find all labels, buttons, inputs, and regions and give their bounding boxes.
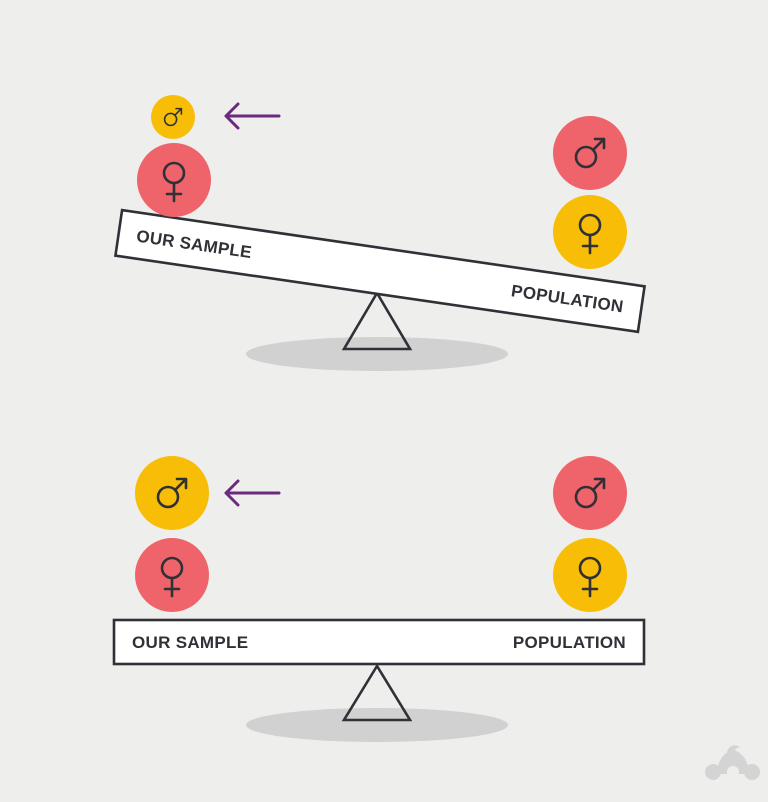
bottom-beam-right-label: POPULATION (513, 633, 626, 652)
top-left-male-icon (151, 95, 195, 139)
top-left-female-icon (137, 143, 211, 217)
top-scale: OUR SAMPLE POPULATION (113, 95, 647, 371)
top-right-male-icon (553, 116, 627, 190)
bottom-right-female-icon (553, 538, 627, 612)
bottom-beam: OUR SAMPLE POPULATION (112, 618, 646, 666)
top-right-female-icon (553, 195, 627, 269)
top-fulcrum-shadow (246, 337, 508, 371)
top-left-arrow-icon (224, 102, 281, 130)
bottom-left-female-icon (135, 538, 209, 612)
bottom-fulcrum (341, 663, 413, 722)
top-beam-board (113, 208, 647, 334)
bottom-right-male-icon (553, 456, 627, 530)
surveymonkey-logo-icon (705, 745, 760, 780)
bottom-beam-left-label: OUR SAMPLE (132, 633, 248, 652)
bottom-fulcrum-shadow (246, 708, 508, 742)
top-fulcrum (341, 290, 413, 351)
bottom-beam-board (112, 618, 646, 666)
top-beam: OUR SAMPLE POPULATION (113, 208, 647, 334)
bottom-left-male-icon (135, 456, 209, 530)
bottom-left-arrow-icon (224, 479, 281, 507)
bottom-scale: OUR SAMPLE POPULATION (112, 456, 646, 742)
